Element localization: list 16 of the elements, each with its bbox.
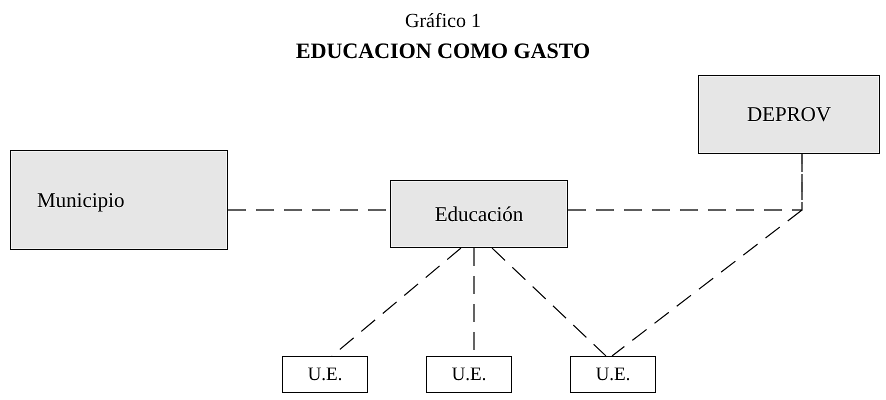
dashed-connector	[492, 248, 606, 356]
node-label: Municipio	[37, 188, 124, 212]
node-label: DEPROV	[746, 102, 831, 127]
diagram-title: EDUCACION COMO GASTO	[294, 38, 592, 64]
entity-box	[698, 75, 880, 154]
node-label: U.E.	[452, 364, 486, 386]
entity-box	[10, 150, 228, 250]
figure-number: Gráfico 1	[404, 10, 482, 33]
unit-box	[282, 356, 368, 393]
unit-box	[426, 356, 512, 393]
entity-box	[390, 180, 568, 248]
node-label: U.E.	[308, 364, 342, 386]
node-label: U.E.	[596, 364, 630, 386]
dashed-connector	[612, 154, 803, 356]
unit-box	[570, 356, 656, 393]
node-label: Educación	[434, 202, 524, 226]
